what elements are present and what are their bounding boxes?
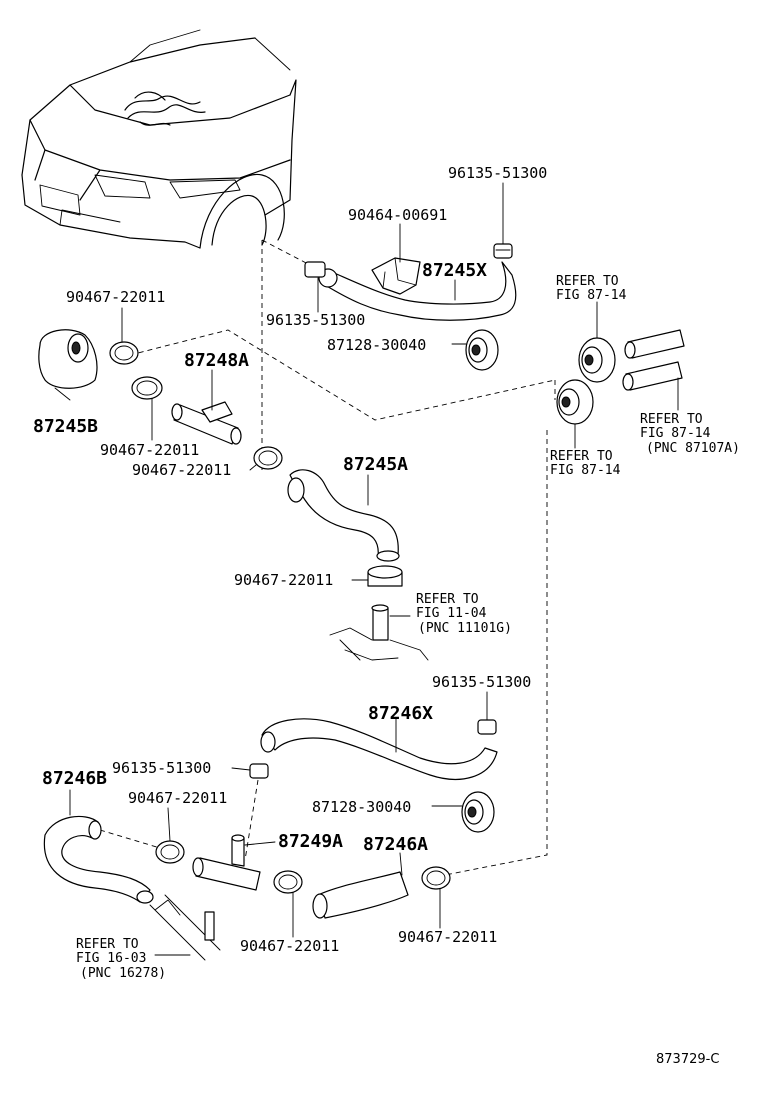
ref4-line2: FIG 11-04 — [416, 606, 487, 621]
ref1-line2: FIG 87-14 — [556, 288, 627, 303]
ref2-line1: REFER TO — [640, 412, 703, 427]
leader-lines — [54, 182, 679, 956]
label-87245x: 87245X — [422, 260, 487, 281]
label-87249a: 87249A — [278, 831, 343, 852]
ref3-line2: FIG 87-14 — [550, 463, 621, 478]
label-90467-22011-d: 90467-22011 — [234, 571, 333, 589]
hose-87246b — [43, 815, 221, 961]
figure-id: 873729-C — [656, 1052, 719, 1067]
label-90467-22011-c: 90467-22011 — [132, 461, 231, 479]
clamp-90467-g — [421, 866, 451, 890]
heater-pipes — [622, 329, 685, 391]
clamp-90467-b — [131, 376, 163, 400]
clamp-90467-d — [367, 565, 403, 587]
label-87128-30040-top: 87128-30040 — [327, 336, 426, 354]
car-illustration — [21, 29, 297, 249]
label-96135-51300-mid: 96135-51300 — [432, 673, 531, 691]
label-96135-51300-left: 96135-51300 — [266, 311, 365, 329]
ref2-line3: (PNC 87107A) — [646, 441, 740, 456]
hose-87245b — [38, 329, 98, 389]
clamp-90467-e — [155, 840, 185, 864]
ref2-line2: FIG 87-14 — [640, 426, 711, 441]
dashed-leaders — [99, 239, 556, 876]
label-87246b: 87246B — [42, 768, 107, 789]
grommet-87128-low — [461, 791, 495, 833]
grommet-right-lower — [556, 379, 594, 425]
clamp-90467-f — [273, 870, 303, 894]
label-96135-51300-top: 96135-51300 — [448, 164, 547, 182]
ref3-line1: REFER TO — [550, 449, 613, 464]
label-90464-00691: 90464-00691 — [348, 206, 447, 224]
label-96135-51300-low: 96135-51300 — [112, 759, 211, 777]
ref5-line1: REFER TO — [76, 937, 139, 952]
label-90467-22011-a: 90467-22011 — [66, 288, 165, 306]
clamp-96135-low — [249, 763, 269, 779]
hose-87245a — [287, 469, 400, 562]
label-87128-30040-low: 87128-30040 — [312, 798, 411, 816]
ref5-line2: FIG 16-03 — [76, 951, 146, 966]
label-87245a: 87245A — [343, 454, 408, 475]
hose-87246a — [312, 871, 409, 919]
label-90467-22011-g: 90467-22011 — [398, 928, 497, 946]
reference-notes: REFER TO FIG 87-14 REFER TO FIG 87-14 (P… — [76, 274, 740, 981]
bracket-90464 — [371, 257, 421, 295]
pipe-87249a — [192, 834, 261, 891]
label-90467-22011-b: 90467-22011 — [100, 441, 199, 459]
ref4-line3: (PNC 11101G) — [418, 621, 512, 636]
clamp-96135-mid — [477, 719, 497, 735]
part-labels: 96135-51300 90464-00691 87245X 96135-513… — [33, 164, 547, 955]
label-90467-22011-e: 90467-22011 — [128, 789, 227, 807]
clamp-96135-left — [304, 261, 326, 278]
hose-87246x — [260, 718, 498, 780]
grommet-right-upper — [578, 337, 616, 383]
ref1-line1: REFER TO — [556, 274, 619, 289]
clamp-90467-a — [109, 341, 139, 365]
ref5-line3: (PNC 16278) — [80, 966, 166, 981]
label-87246x: 87246X — [368, 703, 433, 724]
engine-outlet — [329, 604, 429, 661]
clamp-96135-top — [493, 243, 513, 259]
grommet-87128-top — [465, 329, 499, 371]
label-90467-22011-f: 90467-22011 — [240, 937, 339, 955]
clamp-90467-c — [253, 446, 283, 470]
label-87246a: 87246A — [363, 834, 428, 855]
ref4-line1: REFER TO — [416, 592, 479, 607]
label-87245b: 87245B — [33, 416, 98, 437]
pipe-87248a — [171, 401, 242, 445]
label-87248a: 87248A — [184, 350, 249, 371]
